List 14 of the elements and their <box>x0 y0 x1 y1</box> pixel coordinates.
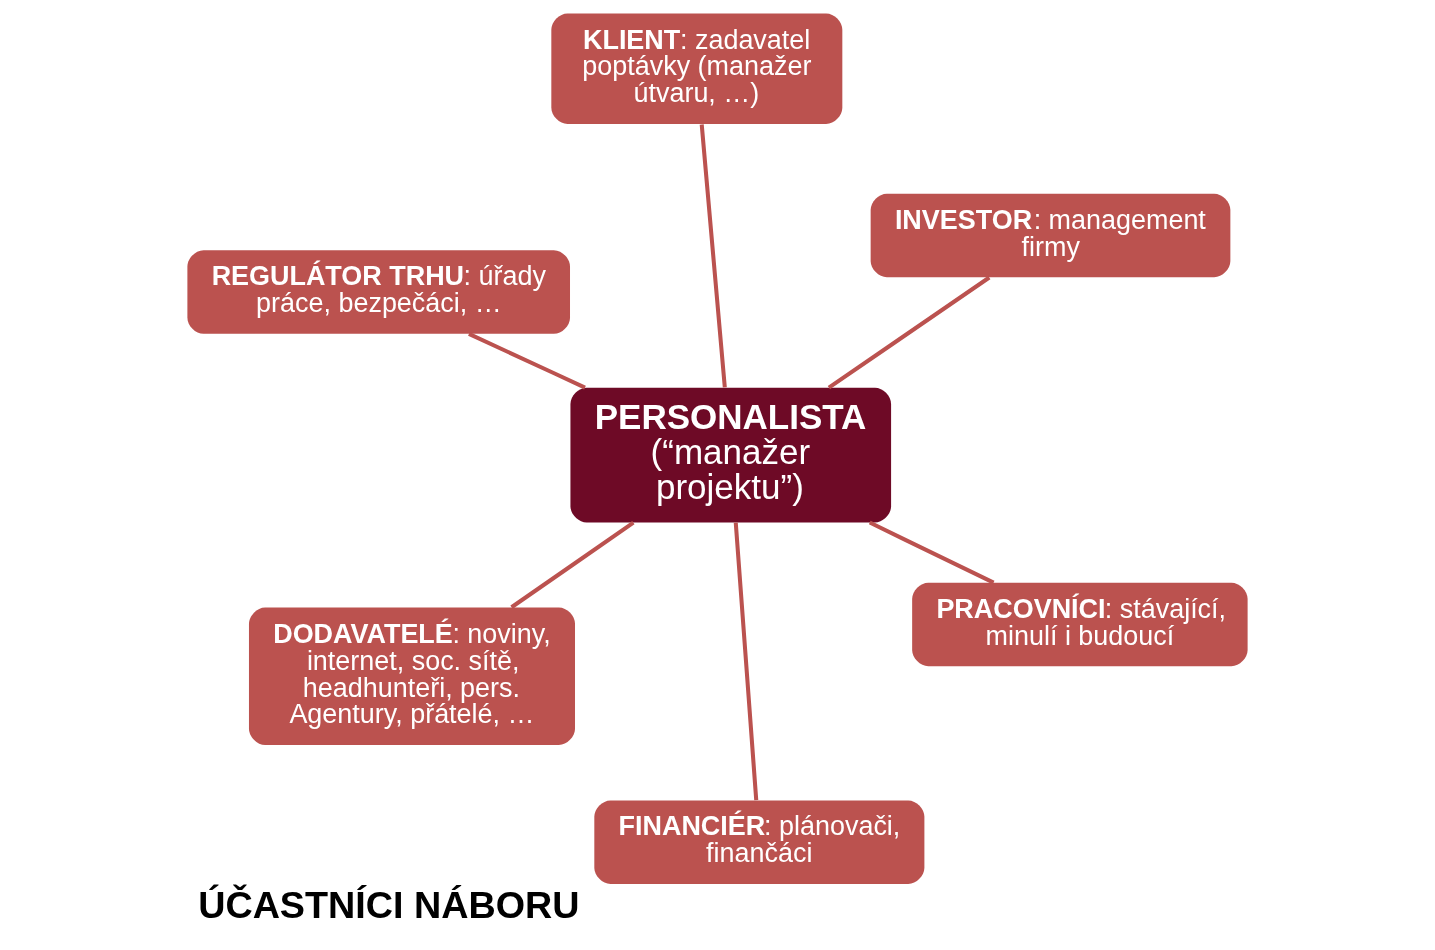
node-box: PRACOVNÍCI: stávající, minulí i budoucí <box>912 582 1248 667</box>
connector <box>868 520 995 585</box>
connector <box>827 275 991 390</box>
connector <box>699 124 727 388</box>
node-box: INVESTOR: management firmy <box>870 193 1231 278</box>
node-box: DODAVATELÉ: noviny, internet, soc. sítě, headhunteři, pers. Agentury, přátelé, … <box>248 607 575 746</box>
connector <box>468 332 586 390</box>
diagram-title: ÚČASTNÍCI NÁBORU <box>198 884 580 927</box>
node-box: FINANCIÉR: plánovači, finančáci <box>594 800 925 884</box>
node-box: KLIENT: zadavatel poptávky (manažer útvaru, …) <box>551 13 843 124</box>
node-box: PERSONALISTA (“manažer projektu”) <box>570 387 892 523</box>
connector <box>510 521 635 609</box>
connector <box>733 522 759 801</box>
node-box: REGULÁTOR TRHU: úřady práce, bezpečáci, … <box>187 250 570 334</box>
